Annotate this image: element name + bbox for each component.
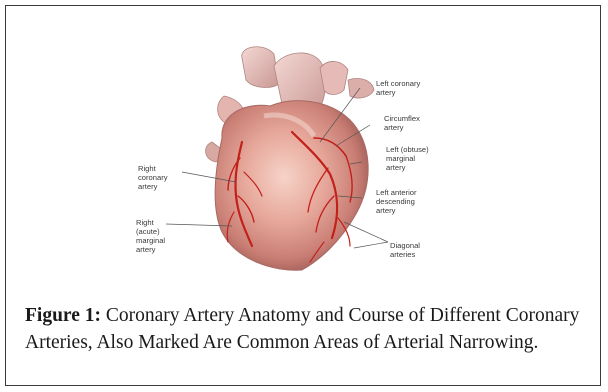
label-right-marginal: Right — [136, 218, 155, 227]
figure-caption: Figure 1: Coronary Artery Anatomy and Co… — [25, 302, 585, 356]
svg-text:descending: descending — [376, 197, 415, 206]
svg-text:(acute): (acute) — [136, 227, 160, 236]
svg-text:artery: artery — [138, 182, 158, 191]
caption-text: Coronary Artery Anatomy and Course of Di… — [25, 305, 579, 353]
svg-text:artery: artery — [376, 206, 396, 215]
svg-text:marginal: marginal — [386, 154, 415, 163]
figure-frame: Left coronary artery Circumflex artery L… — [5, 5, 601, 386]
svg-text:artery: artery — [386, 163, 406, 172]
label-diagonal: Diagonal — [390, 241, 420, 250]
svg-text:marginal: marginal — [136, 236, 165, 245]
svg-text:artery: artery — [136, 245, 156, 254]
label-right-coronary: Right — [138, 164, 157, 173]
label-lad: Left anterior — [376, 188, 417, 197]
svg-text:artery: artery — [376, 88, 396, 97]
svg-text:artery: artery — [384, 123, 404, 132]
svg-text:coronary: coronary — [138, 173, 168, 182]
heart-body — [215, 101, 368, 270]
heart-illustration: Left coronary artery Circumflex artery L… — [124, 46, 472, 279]
label-left-marginal: Left (obtuse) — [386, 145, 429, 154]
figure-label: Figure 1: — [25, 305, 101, 326]
label-left-coronary: Left coronary — [376, 79, 421, 88]
svg-text:arteries: arteries — [390, 250, 416, 259]
label-circumflex: Circumflex — [384, 114, 420, 123]
